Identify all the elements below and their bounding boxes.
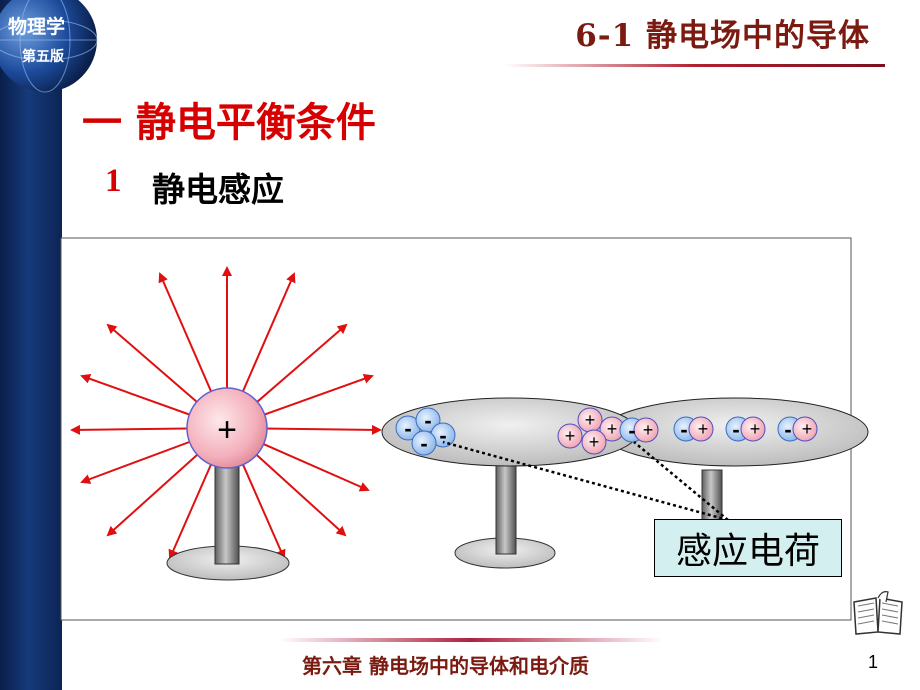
negative-induced-charges: ---- <box>395 407 456 456</box>
slide-heading: 一 静电平衡条件 <box>82 99 376 146</box>
svg-text:+: + <box>565 426 576 446</box>
svg-text:-: - <box>784 417 791 442</box>
svg-text:-: - <box>732 417 739 442</box>
dipole-pairs: -+ -+ -+ -+ <box>619 416 818 443</box>
svg-text:+: + <box>698 419 709 439</box>
svg-text:-: - <box>439 423 446 448</box>
subheading-number: 1 <box>105 163 122 199</box>
svg-text:-: - <box>420 431 427 456</box>
course-title: 物理学 <box>8 16 66 38</box>
positive-induced-charges: ++++ <box>557 407 625 455</box>
svg-text:-: - <box>424 408 431 433</box>
svg-text:+: + <box>643 420 654 440</box>
conductor-stand-right <box>701 469 723 523</box>
svg-text:-: - <box>404 416 411 441</box>
source-charge-sign: + <box>217 411 237 449</box>
course-edition: 第五版 <box>22 49 64 65</box>
book-icon[interactable] <box>850 588 906 638</box>
conductor-stand-left <box>454 461 556 569</box>
globe-icon <box>0 0 98 93</box>
header-divider <box>505 64 885 67</box>
induced-charge-label: 感应电荷 <box>654 519 842 577</box>
svg-text:+: + <box>750 419 761 439</box>
footer-divider <box>278 638 663 642</box>
svg-text:+: + <box>589 432 600 452</box>
page-number: 1 <box>868 652 879 672</box>
sidebar-background <box>0 0 62 690</box>
label-pointers <box>442 440 729 522</box>
charged-sphere: + <box>186 387 268 469</box>
svg-text:-: - <box>680 417 687 442</box>
subheading-text: 静电感应 <box>152 170 284 209</box>
svg-text:+: + <box>607 419 618 439</box>
svg-text:-: - <box>628 418 635 443</box>
chapter-footer: 第六章 静电场中的导体和电介质 <box>302 654 589 678</box>
svg-text:+: + <box>585 410 596 430</box>
section-title: 6-1 静电场中的导体 <box>575 18 870 54</box>
svg-text:+: + <box>802 419 813 439</box>
source-stand <box>166 457 290 581</box>
